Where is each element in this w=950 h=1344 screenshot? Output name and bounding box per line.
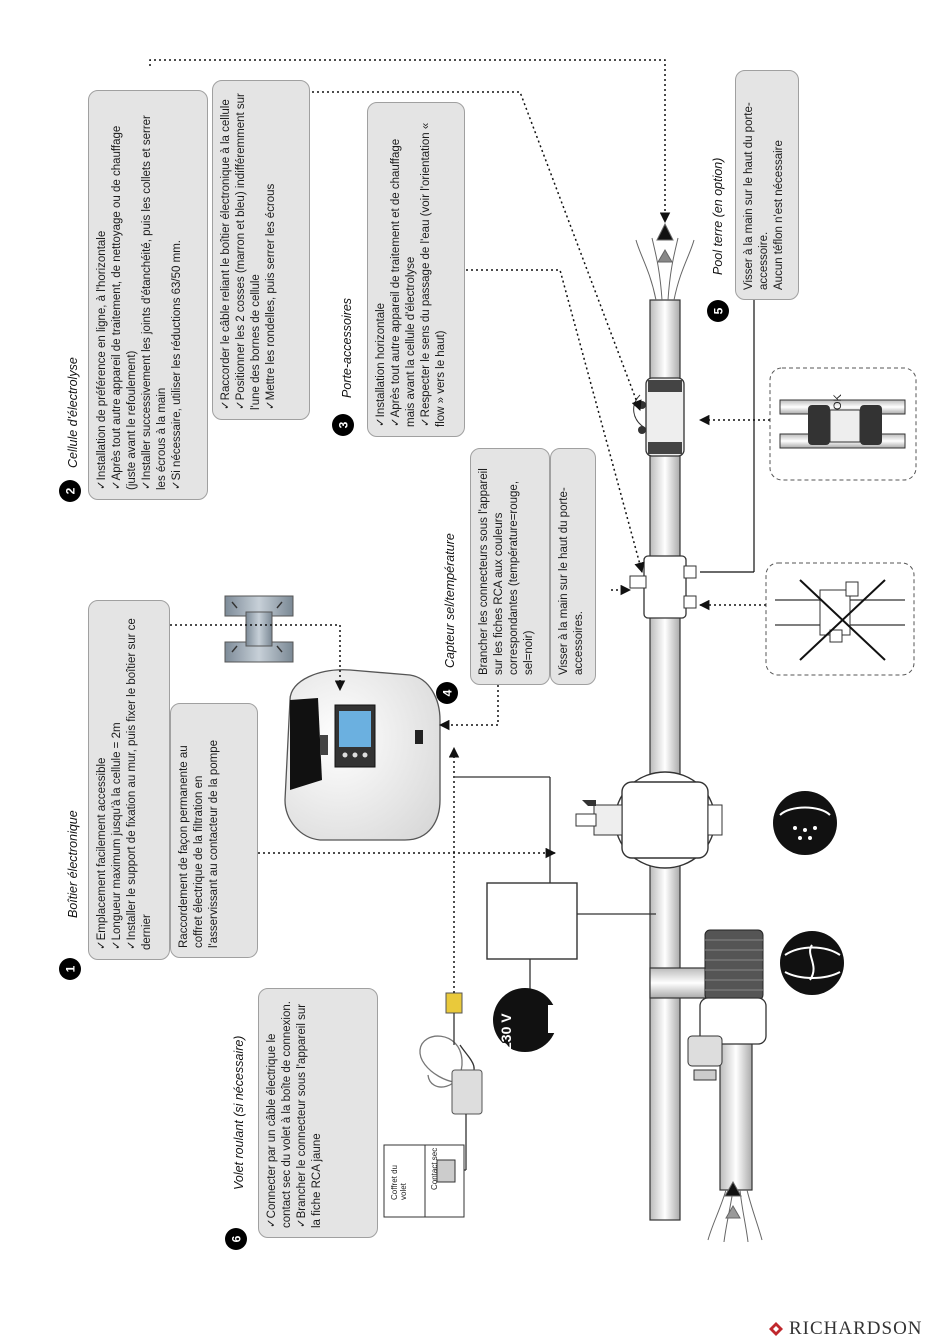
section-2-line-1: Installation de préférence en ligne, à l…: [95, 100, 110, 490]
section-6-line-2: Brancher le connecteur sous l'appareil s…: [295, 998, 325, 1228]
section-3-line-1: Installation horizontale: [374, 112, 389, 427]
electrical-panel: [455, 776, 656, 990]
ok-panel: [769, 367, 917, 481]
shutter-connector: [419, 992, 483, 1171]
section-2-number: 2: [59, 480, 81, 502]
section-5-box: Visser à la main sur le haut du porte-ac…: [735, 70, 799, 300]
section-1-line-3: Installer le support de fixation au mur,…: [125, 610, 155, 950]
section-3-title: Porte-accessoires: [340, 297, 354, 398]
section-1-line-2: Longueur maximum jusqu'à la cellule = 2m: [110, 610, 125, 950]
section-1-line-1: Emplacement facilement accessible: [95, 610, 110, 950]
ok-label: OK: [832, 394, 844, 410]
electronic-unit: [284, 669, 441, 841]
filter-icon: [773, 791, 837, 855]
brand-logo: RICHARDSON: [768, 1318, 923, 1340]
section-2-line-4: Si nécessaire, utiliser les réductions 6…: [170, 100, 185, 490]
section-6-title: Volet roulant (si nécessaire): [232, 1035, 246, 1190]
section-2-line-3: Installer successivement les joints d'ét…: [140, 100, 170, 490]
section-4-title: Capteur sel/température: [443, 533, 457, 668]
coffret-label: Coffret du volet: [390, 1165, 408, 1200]
inlet-flow: [707, 1180, 763, 1243]
section-5-line-1: Visser à la main sur le haut du porte-ac…: [743, 102, 770, 290]
section-2-box-2: Raccorder le câble reliant le boîtier él…: [212, 80, 310, 420]
wrong-panel: [765, 562, 915, 676]
wall-bracket: [224, 595, 294, 663]
section-6-box: Connecter par un câble électrique le con…: [258, 988, 378, 1238]
section-1-number: 1: [59, 958, 81, 980]
section-4-line-1: Brancher les connecteurs sous l'appareil…: [478, 468, 535, 675]
section-5-line-2: Aucun téflon n'est nécessaire: [773, 140, 785, 290]
section-3-line-2: Après tout autre appareil de traitement …: [389, 112, 419, 427]
section-2-box-1: Installation de préférence en ligne, à l…: [88, 90, 208, 500]
voltage-label: 230 V: [498, 1013, 514, 1050]
section-1-line-4: Raccordement de façon permanente au coff…: [178, 739, 220, 948]
brand-mark-icon: [768, 1321, 784, 1337]
section-5-title: Pool terre (en option): [711, 157, 725, 275]
section-2-line-7: Mettre les rondelles, puis serrer les éc…: [264, 90, 279, 410]
section-4-box-2: Visser à la main sur le haut du porte-ac…: [550, 448, 596, 685]
power-plug: [493, 988, 566, 1052]
leader-lines: [149, 59, 770, 1031]
section-4-box-1: Brancher les connecteurs sous l'appareil…: [470, 448, 550, 685]
section-1-title: Boîtier électronique: [66, 810, 80, 918]
section-6-number: 6: [225, 1228, 247, 1250]
outlet-flow: [635, 222, 695, 301]
section-2-line-5: Raccorder le câble reliant le boîtier él…: [219, 90, 234, 410]
pump-icon: [780, 931, 844, 995]
section-2-line-6: Positionner les 2 cosses (marron et bleu…: [234, 90, 264, 410]
section-1-box-1: Emplacement facilement accessible Longue…: [88, 600, 170, 960]
coffret-table: [383, 1144, 465, 1218]
electrolysis-cell: [633, 377, 685, 457]
brand-name: RICHARDSON: [789, 1318, 923, 1339]
section-5-number: 5: [707, 300, 729, 322]
pump: [687, 929, 767, 1081]
sand-filter: [575, 771, 723, 869]
section-4-line-2: Visser à la main sur le haut du porte-ac…: [558, 487, 585, 675]
section-2-title: Cellule d'électrolyse: [66, 357, 80, 468]
section-4-number: 4: [436, 682, 458, 704]
contact-label: Contact sec: [430, 1147, 439, 1190]
section-3-box: Installation horizontale Après tout autr…: [367, 102, 465, 437]
section-2-line-2: Après tout autre appareil de traitement,…: [110, 100, 140, 490]
section-3-number: 3: [332, 414, 354, 436]
accessory-holder: [629, 555, 697, 619]
section-6-line-1: Connecter par un câble électrique le con…: [265, 998, 295, 1228]
section-1-box-2: Raccordement de façon permanente au coff…: [170, 703, 258, 958]
section-3-line-3: Respecter le sens du passage de l'eau (v…: [419, 112, 449, 427]
